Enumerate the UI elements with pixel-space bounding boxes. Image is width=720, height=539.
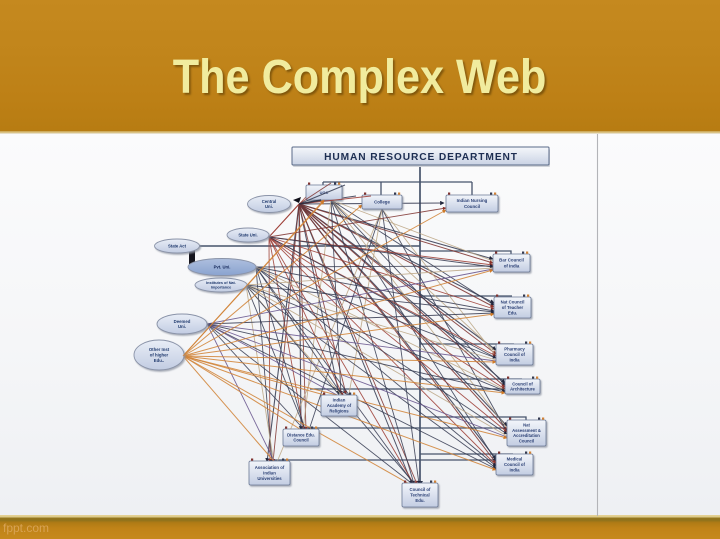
svg-text:Edu..: Edu.. <box>154 358 165 363</box>
svg-text:Uni.: Uni. <box>265 204 273 209</box>
svg-text:Academy of: Academy of <box>327 403 352 408</box>
svg-text:Council: Council <box>519 439 534 444</box>
svg-text:Religions: Religions <box>329 409 349 414</box>
svg-text:Importance: Importance <box>211 286 231 290</box>
svg-text:of India: of India <box>504 263 520 268</box>
svg-text:of higher: of higher <box>150 353 169 358</box>
svg-text:Uni.: Uni. <box>178 324 186 329</box>
svg-text:Institutes of Nat.: Institutes of Nat. <box>206 281 236 285</box>
svg-text:Edu.: Edu. <box>508 311 517 316</box>
svg-text:Assessment &: Assessment & <box>512 428 541 433</box>
svg-text:Bar Council: Bar Council <box>499 258 524 263</box>
svg-text:Universities: Universities <box>257 476 282 481</box>
svg-text:Indian: Indian <box>333 398 346 403</box>
svg-text:Council of: Council of <box>504 462 526 467</box>
svg-text:Technical: Technical <box>410 493 430 498</box>
svg-text:India: India <box>509 358 520 363</box>
svg-text:Distance Edu.: Distance Edu. <box>287 432 315 437</box>
svg-text:Indian Nursing: Indian Nursing <box>457 198 488 203</box>
svg-text:HUMAN RESOURCE DEPARTMENT: HUMAN RESOURCE DEPARTMENT <box>324 152 518 163</box>
svg-text:Council: Council <box>293 438 308 443</box>
svg-text:Medical: Medical <box>507 457 523 462</box>
svg-text:Indian: Indian <box>263 471 276 476</box>
svg-text:Pvt. Uni.: Pvt. Uni. <box>214 265 231 270</box>
svg-text:UGC: UGC <box>320 190 329 195</box>
svg-text:Architecture: Architecture <box>510 387 535 392</box>
svg-text:Association of: Association of <box>255 465 285 470</box>
svg-text:Deemed: Deemed <box>174 319 191 324</box>
svg-text:Council of: Council of <box>512 381 533 386</box>
svg-text:Central: Central <box>262 199 276 204</box>
svg-text:State Uni.: State Uni. <box>238 233 257 238</box>
svg-text:Nat Council: Nat Council <box>501 300 525 305</box>
svg-text:Nat: Nat <box>523 422 530 427</box>
svg-text:Council of: Council of <box>504 352 526 357</box>
svg-text:Pharmacy: Pharmacy <box>504 347 525 352</box>
svg-text:Edu.: Edu. <box>415 498 424 503</box>
svg-text:Council: Council <box>464 204 480 209</box>
svg-text:India: India <box>509 468 520 473</box>
svg-text:State Act: State Act <box>168 244 187 249</box>
svg-text:Council of: Council of <box>409 487 431 492</box>
svg-text:of Teacher: of Teacher <box>502 305 524 310</box>
svg-text:College: College <box>374 200 390 205</box>
svg-text:Other Inst: Other Inst <box>149 347 170 352</box>
svg-text:Accreditation: Accreditation <box>513 433 540 438</box>
